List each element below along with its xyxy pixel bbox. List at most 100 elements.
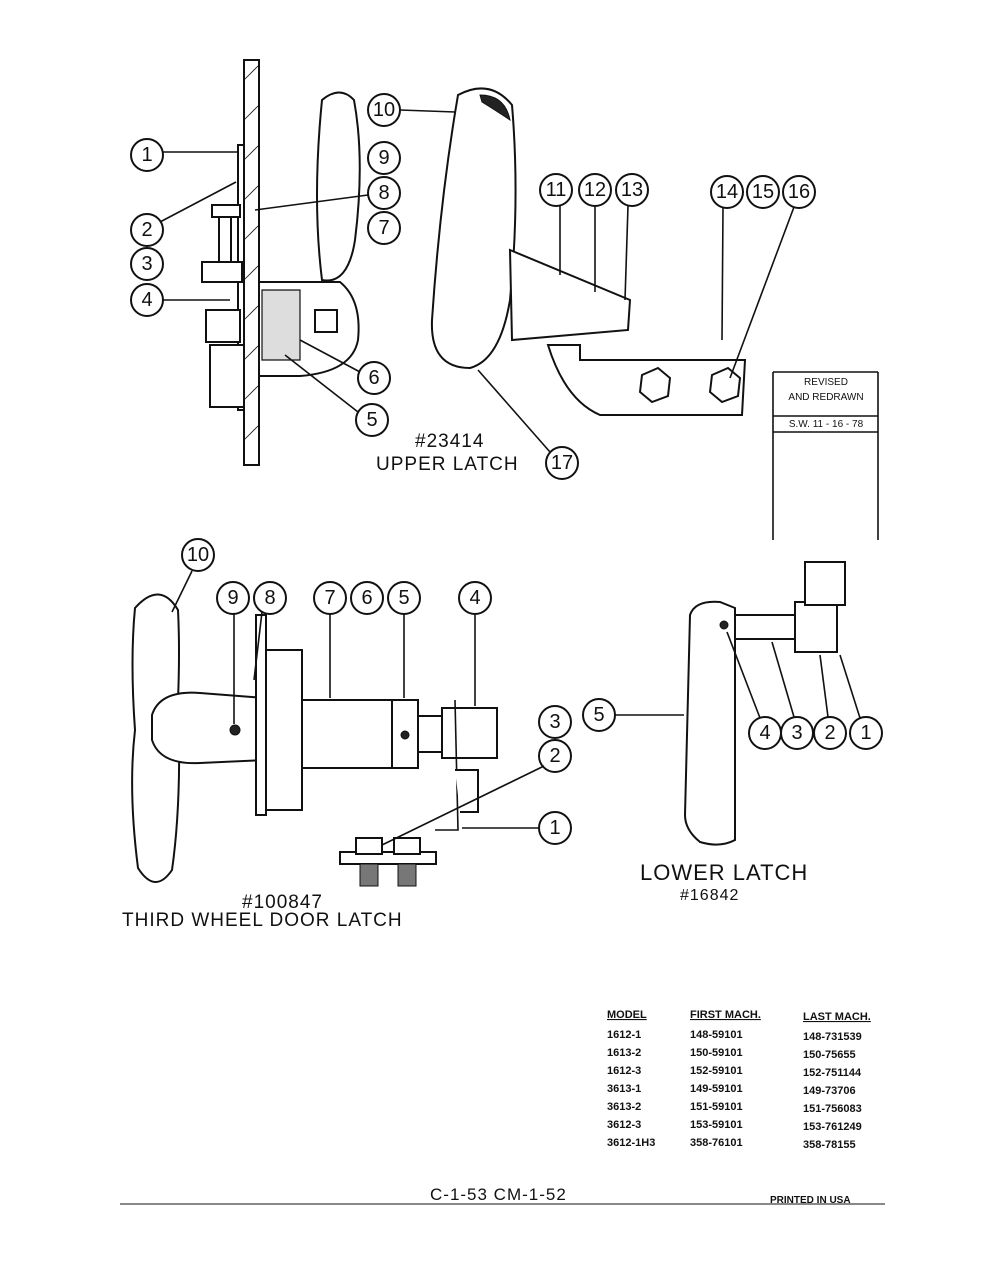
svg-text:10: 10 — [187, 544, 209, 566]
svg-text:17: 17 — [551, 452, 573, 474]
callout-4: 4 — [458, 581, 492, 615]
callout-4: 4 — [130, 283, 164, 317]
svg-text:5: 5 — [366, 409, 377, 431]
table-row: 3613-2 151-59101 151-756083 — [607, 1101, 862, 1115]
table-row: 3612-3 153-59101 153-761249 — [607, 1119, 862, 1133]
svg-text:4: 4 — [759, 722, 770, 744]
svg-text:148-731539: 148-731539 — [803, 1031, 862, 1043]
callout-12: 12 — [578, 173, 612, 207]
lower-latch-drawing — [683, 561, 846, 846]
table-row: 1612-3 152-59101 152-751144 — [607, 1065, 862, 1079]
revision-line-3: S.W. 11 - 16 - 78 — [789, 419, 864, 430]
revision-box: REVISED AND REDRAWN S.W. 11 - 16 - 78 — [772, 371, 879, 540]
svg-text:150-75655: 150-75655 — [803, 1049, 856, 1061]
callout-7: 7 — [313, 581, 347, 615]
svg-text:1: 1 — [860, 722, 871, 744]
svg-text:15: 15 — [752, 181, 774, 203]
svg-text:1612-3: 1612-3 — [607, 1065, 641, 1077]
svg-text:152-59101: 152-59101 — [690, 1065, 743, 1077]
callout-14: 14 — [710, 175, 744, 209]
callout-2: 2 — [130, 213, 164, 247]
revision-line-1: REVISED — [804, 377, 848, 388]
table-row: 3612-1H3 358-76101 358-78155 — [607, 1137, 856, 1151]
callout-15: 15 — [746, 175, 780, 209]
svg-text:7: 7 — [378, 217, 389, 239]
callout-6: 6 — [357, 361, 391, 395]
upper-latch-part-number: #23414 — [415, 431, 484, 452]
callout-9: 9 — [216, 581, 250, 615]
callout-2: 2 — [813, 716, 847, 750]
callout-3: 3 — [538, 705, 572, 739]
callout-1: 1 — [130, 138, 164, 172]
lower-latch-callouts: 5 4 3 2 1 — [582, 631, 883, 750]
svg-text:3612-1H3: 3612-1H3 — [607, 1137, 655, 1149]
svg-text:3613-2: 3613-2 — [607, 1101, 641, 1113]
door-panel — [243, 59, 260, 466]
callout-5: 5 — [355, 403, 389, 437]
svg-text:8: 8 — [378, 182, 389, 204]
revision-line-2: AND REDRAWN — [788, 392, 863, 403]
lower-latch-title: LOWER LATCH — [640, 860, 808, 885]
svg-text:12: 12 — [584, 179, 606, 201]
svg-text:151-59101: 151-59101 — [690, 1101, 743, 1113]
svg-text:2: 2 — [824, 722, 835, 744]
svg-text:6: 6 — [361, 587, 372, 609]
callout-1: 1 — [849, 716, 883, 750]
svg-text:149-73706: 149-73706 — [803, 1085, 856, 1097]
third-wheel-latch-callouts: 10 9 8 7 6 5 4 3 2 1 — [171, 538, 572, 846]
svg-text:1: 1 — [141, 144, 152, 166]
svg-text:3612-3: 3612-3 — [607, 1119, 641, 1131]
table-row: 3613-1 149-59101 149-73706 — [607, 1083, 856, 1097]
page-code: C-1-53 CM-1-52 — [430, 1185, 567, 1204]
callout-8: 8 — [253, 581, 287, 615]
third-wheel-latch-part-number: #100847 — [242, 892, 323, 913]
svg-text:151-756083: 151-756083 — [803, 1103, 862, 1115]
table-header-last: LAST MACH. — [803, 1011, 871, 1023]
table-header-model: MODEL — [607, 1009, 647, 1021]
svg-text:5: 5 — [593, 704, 604, 726]
svg-text:153-761249: 153-761249 — [803, 1121, 862, 1133]
callout-3: 3 — [130, 247, 164, 281]
svg-text:358-76101: 358-76101 — [690, 1137, 743, 1149]
callout-10: 10 — [181, 538, 215, 572]
table-row: 1612-1 148-59101 148-731539 — [607, 1029, 862, 1043]
callout-7: 7 — [367, 211, 401, 245]
svg-text:1613-2: 1613-2 — [607, 1047, 641, 1059]
callout-16: 16 — [782, 175, 816, 209]
third-wheel-latch-title: THIRD WHEEL DOOR LATCH — [122, 910, 403, 931]
callout-8: 8 — [367, 176, 401, 210]
svg-text:4: 4 — [469, 587, 480, 609]
svg-text:2: 2 — [549, 745, 560, 767]
svg-text:6: 6 — [368, 367, 379, 389]
upper-latch-callouts: 1 2 3 4 5 6 7 8 9 10 11 12 13 14 15 16 1… — [130, 93, 816, 480]
callout-13: 13 — [615, 173, 649, 207]
svg-text:152-751144: 152-751144 — [803, 1067, 862, 1079]
svg-text:3: 3 — [141, 253, 152, 275]
svg-text:153-59101: 153-59101 — [690, 1119, 743, 1131]
svg-text:358-78155: 358-78155 — [803, 1139, 856, 1151]
lower-latch-part-number: #16842 — [680, 887, 739, 904]
callout-2: 2 — [538, 739, 572, 773]
callout-5: 5 — [582, 698, 616, 732]
svg-text:3: 3 — [791, 722, 802, 744]
svg-text:16: 16 — [788, 181, 810, 203]
svg-text:8: 8 — [264, 587, 275, 609]
svg-text:2: 2 — [141, 219, 152, 241]
svg-text:5: 5 — [398, 587, 409, 609]
svg-text:1612-1: 1612-1 — [607, 1029, 641, 1041]
printed-in-usa: PRINTED IN USA — [770, 1195, 851, 1206]
model-table: MODEL FIRST MACH. LAST MACH. 1612-1 148-… — [607, 1009, 871, 1151]
svg-text:9: 9 — [227, 587, 238, 609]
svg-text:4: 4 — [141, 289, 152, 311]
callout-6: 6 — [350, 581, 384, 615]
svg-text:9: 9 — [378, 147, 389, 169]
svg-text:150-59101: 150-59101 — [690, 1047, 743, 1059]
upper-latch-title: UPPER LATCH — [376, 454, 519, 475]
callout-1: 1 — [538, 811, 572, 845]
svg-text:3: 3 — [549, 711, 560, 733]
svg-text:1: 1 — [549, 817, 560, 839]
callout-10: 10 — [367, 93, 401, 127]
svg-text:14: 14 — [716, 181, 738, 203]
third-wheel-latch-drawing — [131, 593, 498, 887]
